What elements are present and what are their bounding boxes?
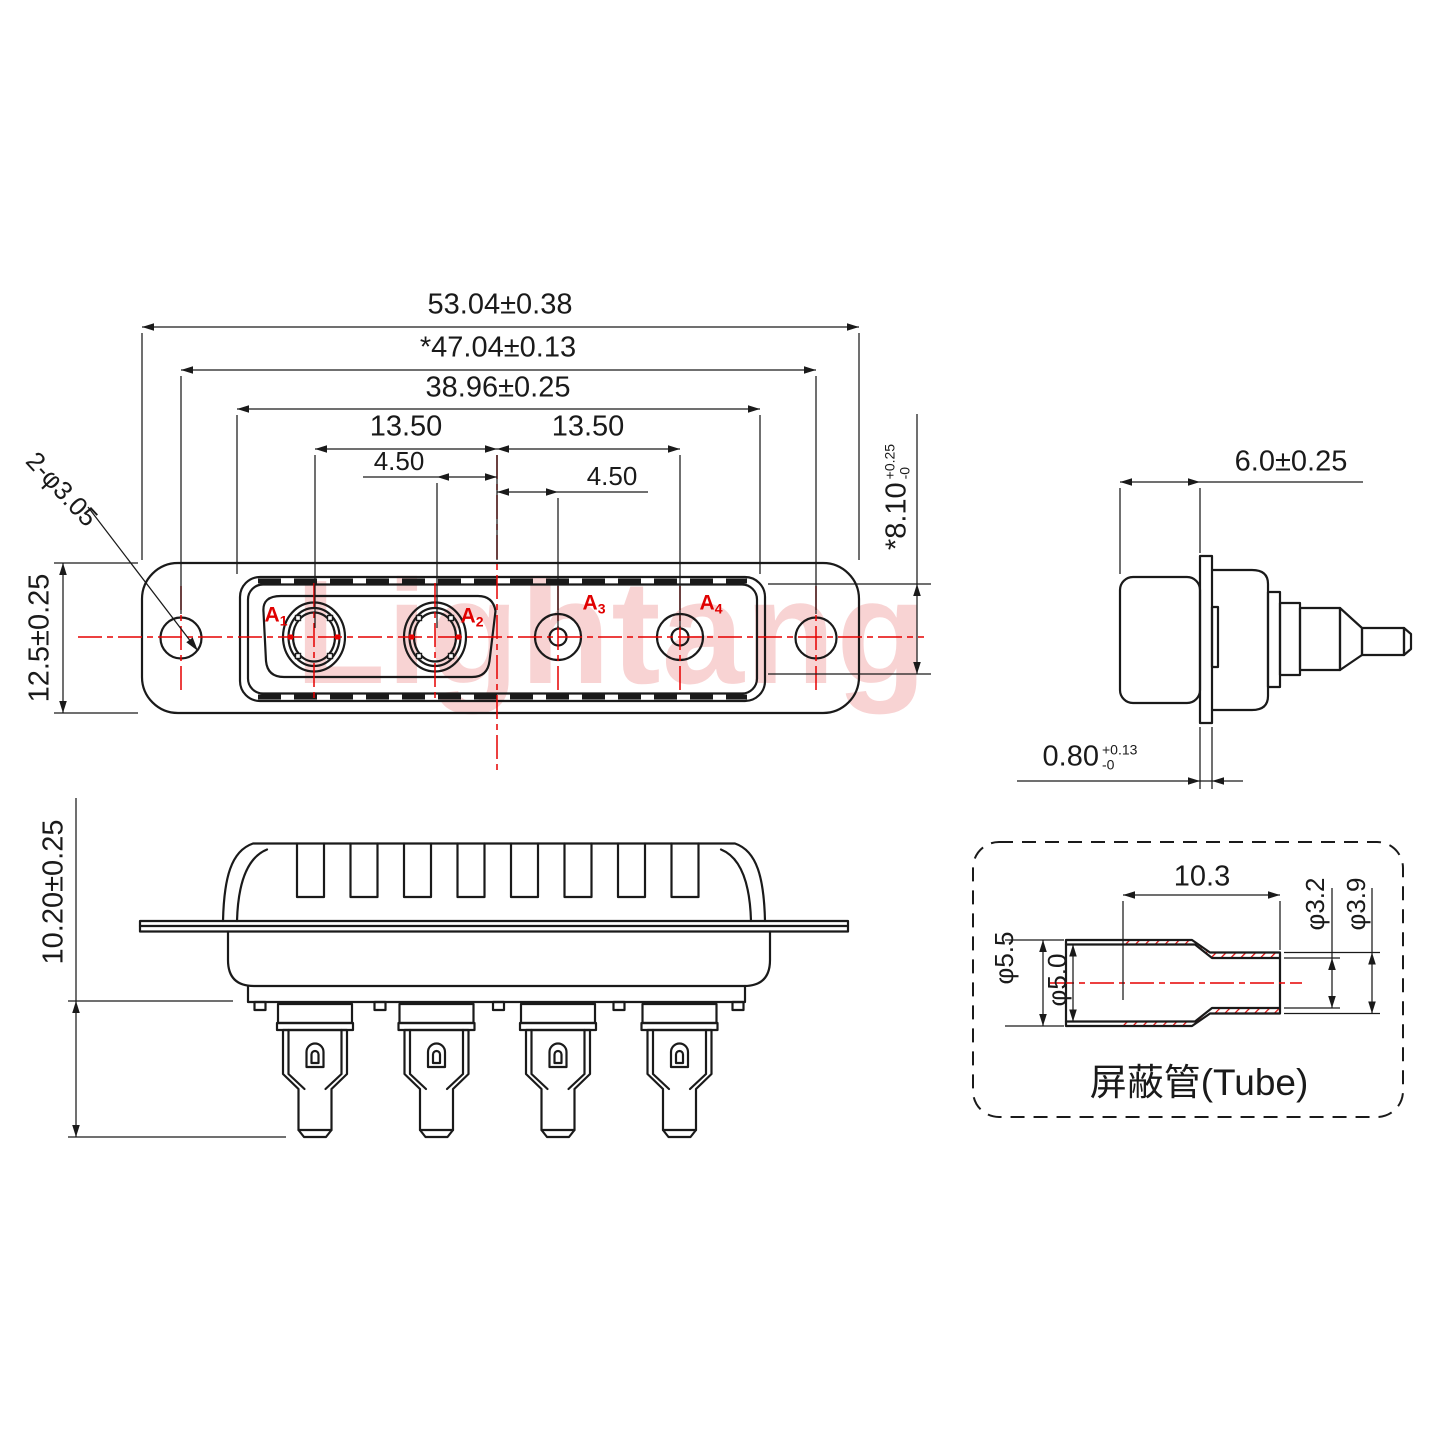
dim-front-offset-left: 4.50	[373, 446, 425, 476]
dim-front-offset-right: 4.50	[586, 461, 638, 491]
dim-bottom-pin-length: 10.20±0.25	[37, 819, 70, 965]
dim-side-depth: 6.0±0.25	[1234, 445, 1348, 478]
dim-front-pitch-right: 13.50	[551, 410, 625, 443]
dim-tube-length: 10.3	[1173, 860, 1231, 893]
contact-label-a3: A3	[582, 591, 606, 617]
tube-title: 屏蔽管(Tube)	[1089, 1062, 1309, 1103]
front-view-linework	[54, 323, 931, 772]
dim-front-pitch-left: 13.50	[369, 410, 443, 443]
dim-side-plate-thickness: 0.80 +0.13 -0	[1043, 742, 1138, 771]
dim-front-height-shell-tolerance: +0.25 -0	[881, 443, 912, 480]
dim-front-height-shell-value: *8.10	[880, 482, 913, 551]
contact-label-a4: A4	[699, 591, 723, 617]
bottom-view-linework	[68, 798, 850, 1139]
dim-front-width-holes: *47.04±0.13	[419, 331, 577, 364]
dim-tube-big-inner-dia: φ5.0	[1042, 953, 1072, 1007]
dim-tube-small-outer-dia: φ3.9	[1341, 877, 1371, 931]
contact-label-a1: A1	[264, 603, 288, 629]
dim-front-width-shell: 38.96±0.25	[425, 371, 571, 404]
dim-front-width-outer: 53.04±0.38	[427, 288, 573, 321]
dim-front-height-shell: *8.10 +0.25 -0	[880, 443, 913, 551]
dim-front-height-flange: 12.5±0.25	[23, 573, 56, 703]
side-view-linework	[1017, 478, 1413, 789]
contact-label-a2: A2	[460, 604, 484, 630]
dim-side-plate-value: 0.80	[1042, 740, 1100, 773]
dim-side-plate-tolerance: +0.13 -0	[1102, 741, 1138, 772]
tube-view-linework	[972, 841, 1404, 1118]
dim-tube-small-inner-dia: φ3.2	[1300, 877, 1330, 931]
dim-tube-big-outer-dia: φ5.5	[989, 931, 1019, 985]
